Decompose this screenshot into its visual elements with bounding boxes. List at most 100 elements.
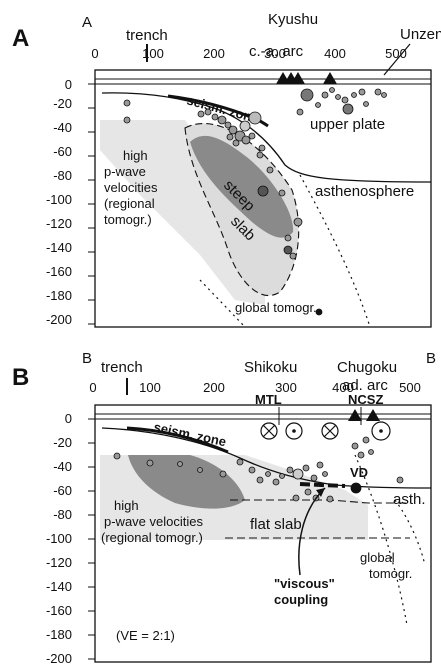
quake-a bbox=[289, 252, 297, 260]
quake-b bbox=[351, 442, 359, 450]
profile-b-end-label: B bbox=[426, 350, 436, 367]
quake-a bbox=[256, 151, 264, 159]
asthenosphere-label: asthenosphere bbox=[315, 183, 414, 200]
panel-a: A A trench Kyushu Unzen c.-a. arc 0 100 … bbox=[12, 11, 441, 328]
y-tick-b-0: 0 bbox=[65, 411, 72, 426]
x-tick-a-400: 400 bbox=[324, 46, 346, 61]
quake-a bbox=[321, 91, 329, 99]
quake-b bbox=[357, 451, 365, 459]
y-tick-a-200: -200 bbox=[46, 312, 72, 327]
viscous-arrowhead bbox=[316, 488, 325, 497]
x-tick-a-300: 300 bbox=[264, 46, 286, 61]
x-tick-a-0: 0 bbox=[91, 46, 98, 61]
panel-b-label: B bbox=[12, 364, 29, 391]
flat-slab-label: flat slab bbox=[250, 516, 302, 533]
y-tick-b-120: -120 bbox=[46, 555, 72, 570]
quake-a bbox=[239, 120, 251, 132]
quake-a bbox=[363, 101, 369, 107]
velocity-label-b-1: high bbox=[114, 498, 139, 513]
quake-b bbox=[177, 461, 183, 467]
volcano-label-unzen: Unzen bbox=[400, 26, 441, 43]
quake-b bbox=[279, 473, 285, 479]
y-tick-a-0: 0 bbox=[65, 77, 72, 92]
y-tick-b-80: -80 bbox=[53, 507, 72, 522]
y-tick-a-160: -160 bbox=[46, 264, 72, 279]
x-tick-b-100: 100 bbox=[139, 380, 161, 395]
y-tick-a-100: -100 bbox=[46, 192, 72, 207]
panel-a-label: A bbox=[12, 25, 29, 52]
velocity-label-a-5: tomogr.) bbox=[104, 212, 152, 227]
quake-b bbox=[304, 488, 312, 496]
out-of-page-symbol-mtl bbox=[285, 422, 303, 440]
quake-b bbox=[286, 466, 294, 474]
volcano-triangle-a-3 bbox=[291, 72, 305, 84]
quake-a bbox=[248, 111, 262, 125]
ncsz-label: NCSZ bbox=[348, 392, 383, 407]
volcano-triangle-b-1 bbox=[348, 409, 362, 421]
arc-label-a: c.-a. arc bbox=[249, 43, 304, 60]
quake-b bbox=[396, 476, 404, 484]
high-velocity-zone-a bbox=[100, 120, 265, 305]
region-label-shikoku: Shikoku bbox=[244, 359, 297, 376]
y-tick-b-180: -180 bbox=[46, 627, 72, 642]
quake-b bbox=[113, 452, 121, 460]
quake-a bbox=[358, 88, 366, 96]
profile-a-start-label: A bbox=[82, 14, 92, 31]
y-tick-a-60: -60 bbox=[53, 144, 72, 159]
global-tomo-dotted-1-b bbox=[354, 454, 408, 626]
into-page-symbol-ncsz bbox=[321, 422, 339, 440]
into-page-symbol-mtl bbox=[260, 422, 278, 440]
quake-b bbox=[146, 459, 154, 467]
quake-a bbox=[342, 103, 354, 115]
quake-a bbox=[228, 125, 238, 135]
quake-a bbox=[329, 87, 335, 93]
quake-b bbox=[219, 470, 227, 478]
quake-b bbox=[292, 494, 300, 502]
quake-b bbox=[236, 458, 244, 466]
quake-a bbox=[241, 135, 251, 145]
y-tick-a-180: -180 bbox=[46, 288, 72, 303]
quake-b bbox=[362, 436, 370, 444]
y-tick-marks-b bbox=[88, 418, 95, 660]
y-tick-b-20: -20 bbox=[53, 435, 72, 450]
quake-a bbox=[217, 115, 227, 125]
quake-a bbox=[315, 102, 321, 108]
quake-a bbox=[204, 108, 212, 116]
volcano-triangle-b-2 bbox=[366, 409, 380, 421]
quake-b bbox=[272, 478, 280, 486]
global-tomo-label-b-1: global bbox=[360, 550, 395, 565]
region-label-chugoku: Chugoku bbox=[337, 359, 397, 376]
trench-label-b: trench bbox=[101, 359, 143, 376]
global-tomo-label-b-2: tomogr. bbox=[369, 566, 412, 581]
quake-b bbox=[310, 474, 318, 482]
global-tomo-dotted-2-b bbox=[394, 499, 426, 566]
seismicity-b bbox=[113, 436, 404, 503]
vd-quake bbox=[350, 482, 362, 494]
quake-b bbox=[326, 495, 334, 503]
quake-a bbox=[374, 88, 382, 96]
viscous-label-1: "viscous" bbox=[274, 576, 335, 591]
y-tick-a-120: -120 bbox=[46, 216, 72, 231]
quake-a bbox=[341, 96, 349, 104]
viscous-label-2: coupling bbox=[274, 592, 328, 607]
quake-a bbox=[315, 308, 323, 316]
quake-a bbox=[381, 92, 387, 98]
quake-a bbox=[258, 144, 266, 152]
y-tick-b-60: -60 bbox=[53, 483, 72, 498]
y-tick-b-40: -40 bbox=[53, 459, 72, 474]
motion-symbols bbox=[260, 421, 391, 441]
x-tick-b-0: 0 bbox=[89, 380, 96, 395]
high-velocity-core-b bbox=[128, 455, 245, 509]
quake-a bbox=[123, 116, 131, 124]
quake-b bbox=[322, 471, 328, 477]
velocity-label-b-2: p-wave velocities bbox=[104, 514, 203, 529]
y-tick-b-160: -160 bbox=[46, 603, 72, 618]
flat-slab-top-dashed bbox=[230, 499, 410, 504]
quake-a bbox=[283, 245, 293, 255]
region-label-kyushu: Kyushu bbox=[268, 11, 318, 28]
quake-a bbox=[232, 139, 240, 147]
plot-frame-b bbox=[94, 404, 432, 663]
y-tick-b-100: -100 bbox=[46, 531, 72, 546]
quake-a bbox=[123, 99, 131, 107]
